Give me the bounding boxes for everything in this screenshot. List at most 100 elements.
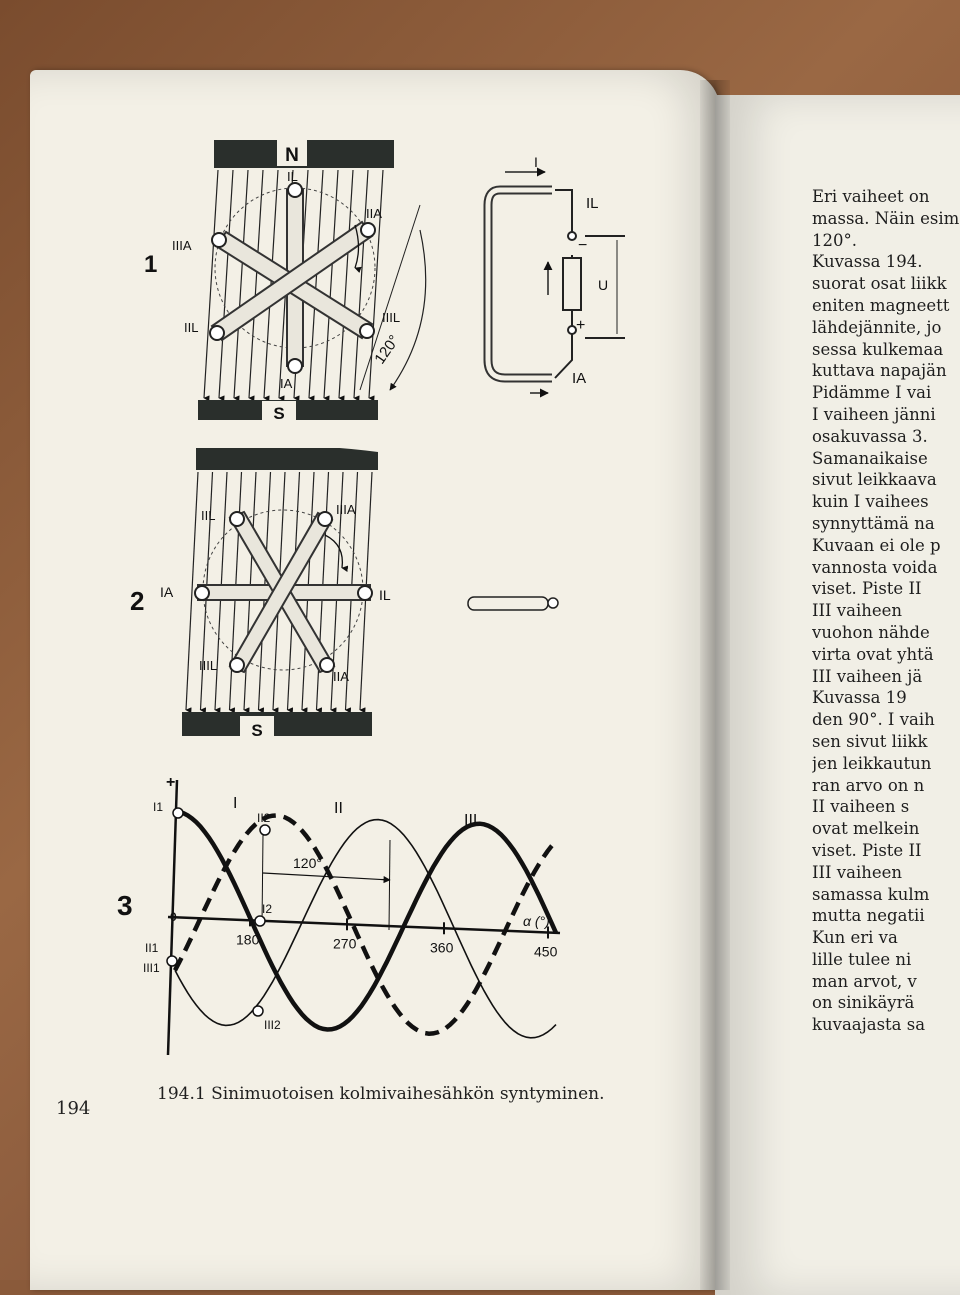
field-line	[323, 169, 339, 402]
circuit-plus: +	[576, 317, 585, 334]
panel-1: N 120° S 1 IL IIA IIIA IIL IIIL IA	[144, 140, 427, 423]
terminal-IIL-2	[229, 511, 245, 527]
circuit-diagram	[483, 167, 625, 398]
phase-label-III: III	[464, 812, 477, 829]
curve-I	[174, 809, 559, 1032]
interval-left	[261, 834, 264, 926]
curve-III	[174, 818, 557, 1039]
north-pole-2	[196, 448, 378, 470]
north-label: N	[285, 145, 299, 166]
south-label-1: S	[273, 404, 284, 423]
text-line: kuvaajasta sa	[812, 1015, 926, 1035]
panel-label-3: 3	[117, 890, 133, 921]
text-line: samassa kulm	[812, 884, 930, 904]
angle-label: 120°	[371, 332, 403, 367]
x-tick-label: 270	[333, 935, 357, 951]
field-line	[353, 169, 369, 402]
label-IIIA-1: IIIA	[172, 238, 192, 253]
text-line: 120°.	[812, 230, 857, 250]
field-line	[233, 169, 249, 402]
text-line: jen leikkautun	[812, 753, 932, 773]
text-line: eniten magneett	[812, 295, 950, 315]
text-line: Eri vaiheet on	[812, 187, 930, 206]
label-IIIA-2: IIIA	[336, 502, 356, 517]
field-line	[203, 169, 219, 402]
field-line	[368, 169, 384, 402]
text-line: sivut leikkaava	[812, 470, 937, 490]
text-line: Kun eri va	[812, 928, 898, 948]
text-line: kuin I vaihees	[812, 492, 929, 512]
plus-sign: +	[166, 774, 175, 791]
x-axis	[167, 915, 561, 935]
text-line: man arvot, v	[812, 971, 917, 991]
panel-label-2: 2	[130, 586, 144, 616]
label-IIL-1: IIL	[184, 320, 198, 335]
caption-text: Sinimuotoisen kolmivaihesähkön syntymine…	[211, 1084, 605, 1104]
curve-II	[173, 813, 558, 1036]
circuit-current-label: I	[534, 154, 538, 170]
label-III1: III1	[143, 961, 160, 975]
text-line: lähdejännite, jo	[812, 317, 942, 337]
label-IA-2: IA	[160, 584, 174, 600]
label-IIIL-2: IIIL	[199, 658, 217, 673]
terminal-IIA	[360, 222, 376, 238]
label-IIIL-1: IIIL	[382, 310, 400, 325]
label-IIA-2: IIA	[333, 669, 349, 684]
x-axis-label: α (°)	[523, 913, 550, 929]
text-line: kuttava napajän	[812, 361, 947, 381]
terminal-IA-2	[194, 585, 210, 601]
text-line: ovat melkein	[812, 819, 920, 839]
text-line: Samanaikaise	[812, 448, 928, 468]
field-line	[218, 169, 234, 402]
label-IL-1: IL	[287, 169, 298, 184]
text-line: ran arvo on n	[812, 775, 925, 795]
circuit-minus: −	[578, 237, 587, 254]
text-line: viset. Piste II	[812, 579, 922, 599]
text-line: den 90°. I vaih	[812, 710, 935, 730]
text-line: sen sivut liikk	[812, 731, 928, 751]
phase-label-II: II	[334, 800, 343, 817]
panel-label-1: 1	[144, 251, 157, 278]
phase-curves	[173, 809, 559, 1039]
label-II2: II2	[257, 811, 271, 825]
x-tick-label: 360	[430, 939, 454, 955]
text-line: Pidämme I vai	[812, 383, 932, 403]
text-line: vuohon nähde	[812, 622, 930, 642]
coil-symbol	[467, 596, 559, 611]
angle-arc	[389, 229, 427, 391]
text-line: massa. Näin esim	[812, 208, 960, 228]
terminal-IIIL-2	[229, 657, 245, 673]
south-label-box-2	[240, 716, 274, 740]
label-IL-2: IL	[379, 587, 391, 603]
phase-label-I: I	[233, 795, 237, 812]
panel-2: S 2 IIL IIIA IA IL IIIL IIA	[130, 444, 391, 740]
text-line: Kuvassa 19	[812, 688, 907, 708]
text-line: III vaiheen	[812, 862, 903, 882]
label-IA-1: IA	[280, 376, 293, 391]
terminal-IIIA-2	[317, 511, 333, 527]
interval-label: 120°	[293, 855, 322, 871]
text-line: viset. Piste II	[812, 840, 922, 860]
text-line: Kuvaan ei ole p	[812, 535, 941, 555]
x-tick-label: 180	[236, 931, 260, 947]
terminal-IL-2	[357, 585, 373, 601]
circuit-top-terminal: IL	[586, 195, 599, 212]
label-II1: II1	[145, 941, 159, 955]
terminal-IIIA	[211, 232, 227, 248]
text-line: osakuvassa 3.	[812, 426, 928, 446]
point-I1	[172, 807, 184, 819]
south-pole-2	[182, 712, 372, 736]
field-line	[185, 471, 199, 714]
point-II2	[259, 824, 271, 836]
terminal-IIA-2	[319, 657, 335, 673]
field-line	[308, 169, 324, 402]
label-IIA-1: IIA	[366, 206, 382, 221]
label-I1: I1	[153, 800, 163, 814]
interval-arrow	[262, 872, 391, 884]
text-line: mutta negatii	[812, 906, 925, 926]
text-line: I vaiheen jänni	[812, 404, 936, 424]
caption-number: 194.1	[157, 1084, 206, 1104]
x-tick-label: 450	[534, 944, 558, 960]
